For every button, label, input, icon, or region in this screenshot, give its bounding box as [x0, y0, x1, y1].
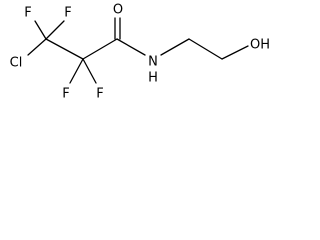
- atom-label-o-carbonyl: O: [113, 3, 123, 18]
- bond-c2-f4: [82, 58, 97, 84]
- bond-c2-f3: [69, 58, 84, 84]
- bond-c3-cl: [27, 38, 47, 56]
- bond-ch2-ch2: [188, 38, 223, 60]
- atom-label-n: N: [148, 55, 158, 70]
- atom-label-h-amide: H: [148, 71, 158, 86]
- bond-ch2-oh: [221, 45, 249, 60]
- atom-label-f3: F: [62, 87, 69, 102]
- bond-c3-f2: [45, 20, 65, 40]
- atom-label-f2: F: [64, 6, 71, 21]
- bond-c3-c2: [45, 38, 84, 60]
- bond-n-ch2: [160, 38, 190, 56]
- atom-label-cl: Cl: [10, 56, 23, 71]
- chemical-structure-drawing: F F Cl F F O N H OH: [10, 3, 270, 102]
- atom-label-f4: F: [96, 87, 103, 102]
- atom-label-f1: F: [24, 6, 31, 21]
- bond-c2-c1: [82, 38, 118, 60]
- atom-label-oh: OH: [250, 38, 270, 53]
- bond-c3-f1: [34, 20, 47, 40]
- bond-c1-n: [116, 38, 146, 56]
